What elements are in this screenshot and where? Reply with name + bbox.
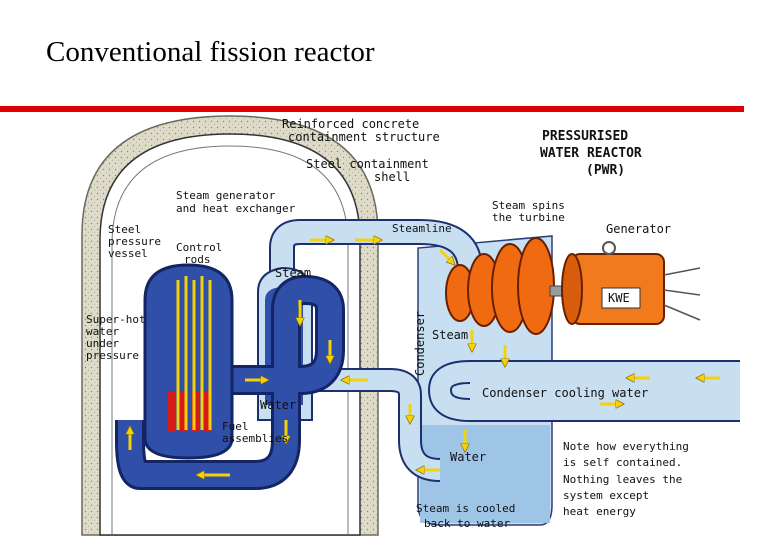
label-steam-generator-2: and heat exchanger — [176, 202, 296, 215]
label-containment-1: Reinforced concrete — [282, 117, 419, 131]
label-super-hot-3: under — [86, 337, 119, 350]
label-steel-shell-2: shell — [374, 170, 410, 184]
label-super-hot-1: Super-hot — [86, 313, 146, 326]
turbine — [445, 237, 573, 335]
label-steam-spins-2: the turbine — [492, 211, 565, 224]
label-note-4: system except — [563, 489, 649, 502]
label-steel-vessel-2: pressure — [108, 235, 161, 248]
label-condenser-cooling: Condenser cooling water — [482, 386, 648, 400]
slide-title: Conventional fission reactor — [46, 36, 375, 68]
reactor-vessel — [143, 263, 234, 460]
label-water-bottom: Water — [450, 450, 486, 464]
label-condenser: Condenser — [413, 311, 427, 376]
diagram-heading-line1: PRESSURISED — [542, 129, 628, 144]
label-cooled-2: back to water — [424, 517, 510, 530]
label-steam-top: Steam — [275, 266, 311, 280]
label-generator: Generator — [606, 222, 671, 236]
flow-arrows — [130, 240, 720, 475]
label-steam-spins-1: Steam spins — [492, 199, 565, 212]
label-kwe: KWE — [608, 291, 630, 305]
label-containment-2: containment structure — [288, 130, 440, 144]
label-note-5: heat energy — [563, 505, 636, 518]
label-control-rods-1: Control — [176, 241, 222, 254]
label-cooled-1: Steam is cooled — [416, 502, 515, 515]
label-steamline: Steamline — [392, 222, 452, 235]
generator — [561, 241, 701, 325]
label-steel-vessel-3: vessel — [108, 247, 148, 260]
label-super-hot-2: water — [86, 325, 119, 338]
label-note-2: is self contained. — [563, 456, 682, 469]
label-steel-shell-1: Steel containment — [306, 157, 429, 171]
label-super-hot-4: pressure — [86, 349, 139, 362]
control-rods — [176, 276, 212, 430]
fuel-assemblies — [168, 392, 212, 432]
label-water-loop: Water — [260, 398, 296, 412]
label-note-1: Note how everything — [563, 440, 689, 453]
title-divider — [0, 106, 744, 112]
label-fuel-1: Fuel — [222, 420, 249, 433]
diagram-heading-line3: (PWR) — [586, 163, 625, 178]
label-steam-generator-1: Steam generator — [176, 189, 276, 202]
label-control-rods-2: rods — [184, 253, 211, 266]
diagram-heading-line2: WATER REACTOR — [540, 146, 642, 161]
label-fuel-2: assemblies — [222, 432, 288, 445]
label-steel-vessel-1: Steel — [108, 223, 141, 236]
label-note-3: Nothing leaves the — [563, 473, 682, 486]
label-steam-mid: Steam — [432, 328, 468, 342]
